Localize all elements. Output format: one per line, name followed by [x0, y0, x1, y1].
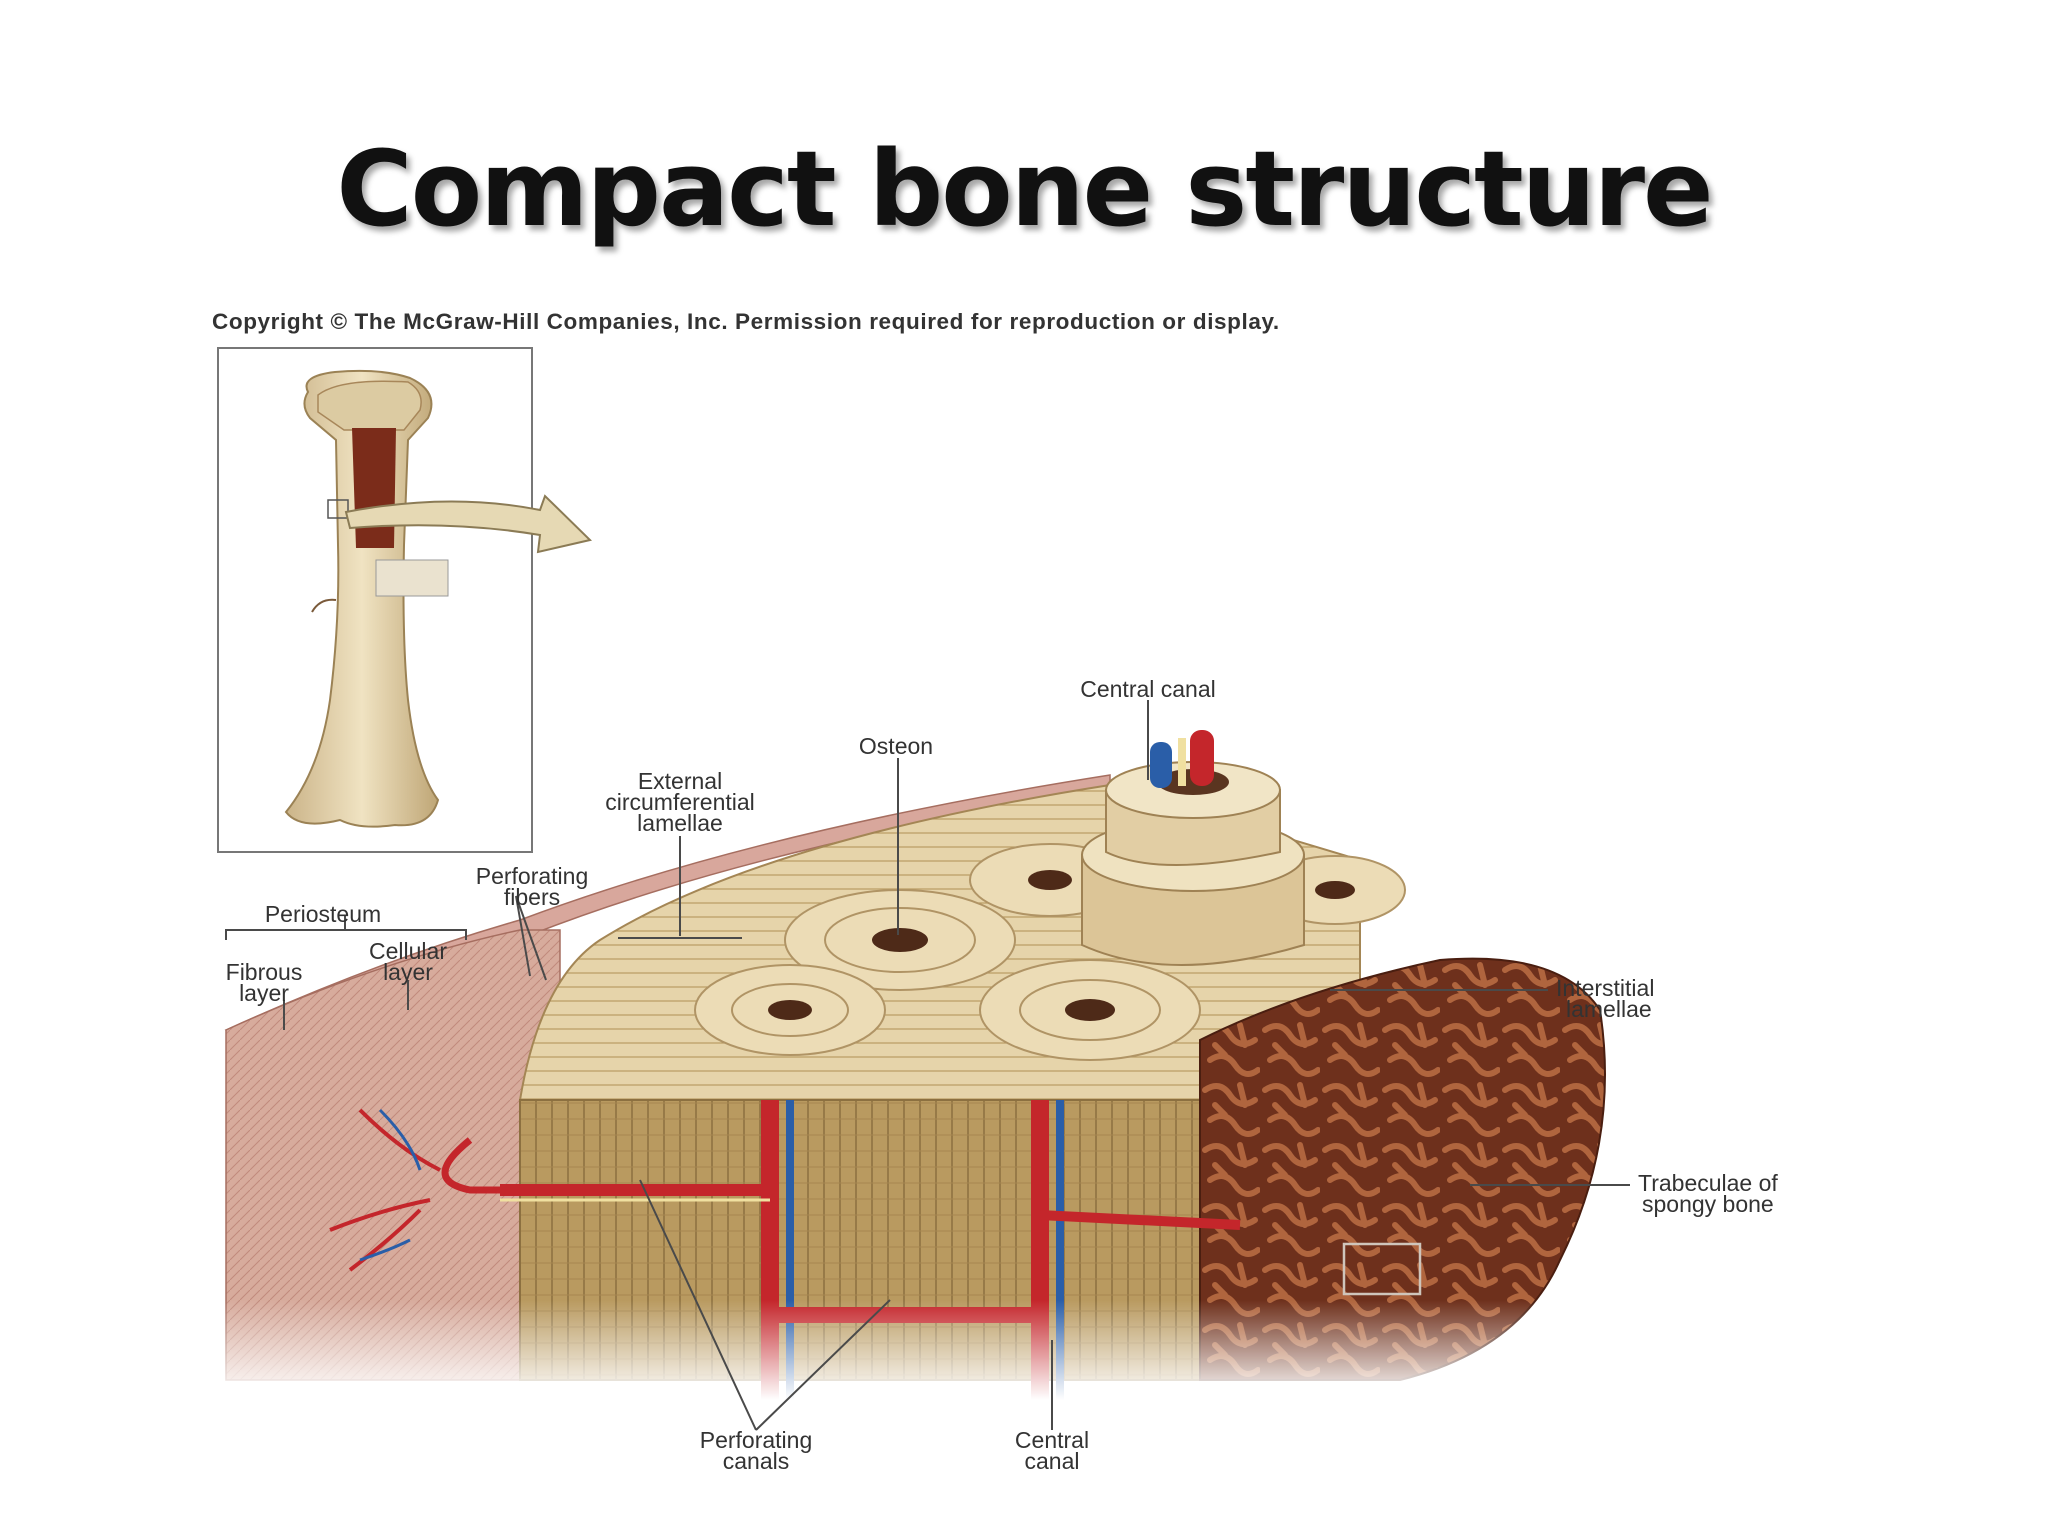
- slide-title: Compact bone structure: [336, 128, 1713, 250]
- label-external-lamellae-2: circumferential: [605, 789, 755, 815]
- label-trabeculae-1: Trabeculae of: [1638, 1170, 1778, 1196]
- inset-highlight-box-2: [375, 559, 449, 597]
- medullary-cavity: [352, 428, 396, 548]
- label-central-canal-top: Central canal: [1080, 676, 1216, 702]
- label-external-lamellae-3: lamellae: [637, 810, 723, 836]
- label-trabeculae-2: spongy bone: [1642, 1191, 1774, 1217]
- inset-highlight-box: [327, 499, 349, 519]
- label-central-canal-bottom-2: canal: [1025, 1448, 1080, 1474]
- long-bone-inset: [217, 347, 593, 853]
- label-periosteum: Periosteum: [265, 901, 381, 927]
- label-external-lamellae-1: External: [638, 768, 722, 794]
- label-cellular-layer-1: Cellular: [369, 938, 447, 964]
- long-bone: [284, 369, 440, 828]
- label-perforating-fibers-1: Perforating: [476, 863, 589, 889]
- inset-arrow: [344, 494, 593, 554]
- bone-block: [200, 730, 1650, 1400]
- label-central-canal-bottom-1: Central: [1015, 1427, 1089, 1453]
- label-fibrous-layer-2: layer: [239, 980, 289, 1006]
- epiphysis-spongy: [317, 380, 422, 431]
- osteon-cylinder: [1081, 730, 1305, 966]
- spongy-highlight-box: [1342, 1242, 1422, 1296]
- label-perforating-canals-1: Perforating: [700, 1427, 813, 1453]
- periosteum-block: [225, 929, 561, 1381]
- label-cellular-layer-2: layer: [383, 959, 433, 985]
- label-osteon: Osteon: [859, 733, 933, 759]
- label-fibrous-layer-1: Fibrous: [226, 959, 303, 985]
- diagram-labels: Central canal Osteon External circumfere…: [226, 676, 1779, 1474]
- label-interstitial-lamellae-1: Interstitial: [1556, 975, 1654, 1001]
- label-perforating-fibers-2: fibers: [504, 884, 560, 910]
- nutrient-vessel: [311, 598, 337, 613]
- bottom-fade: [200, 1300, 1650, 1400]
- label-interstitial-lamellae-2: lamellae: [1566, 996, 1652, 1022]
- label-perforating-canals-2: canals: [723, 1448, 789, 1474]
- copyright-notice: Copyright © The McGraw-Hill Companies, I…: [212, 309, 1280, 334]
- leader-lines: [225, 700, 1630, 1431]
